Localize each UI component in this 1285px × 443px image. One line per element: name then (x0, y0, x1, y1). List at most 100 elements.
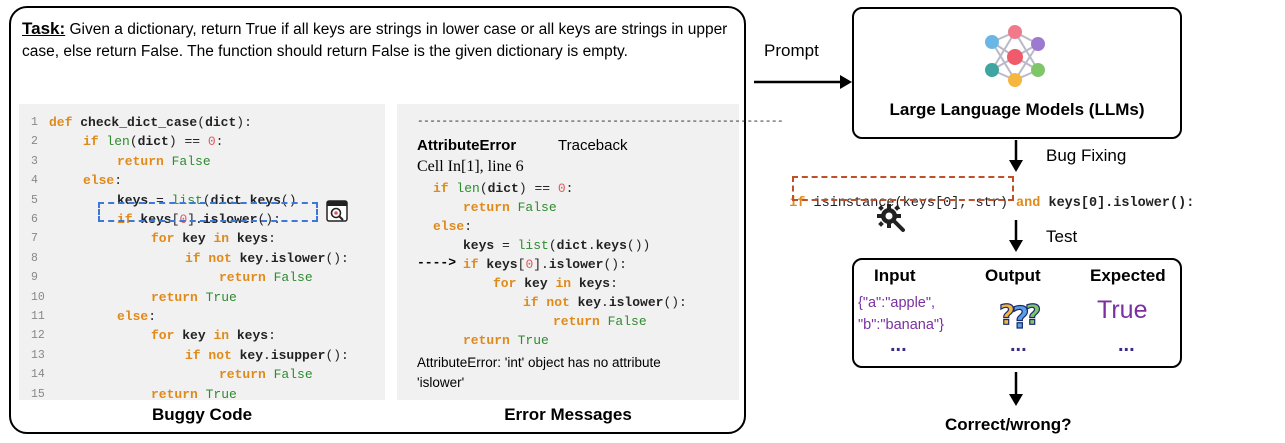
input-header: Input (874, 266, 916, 285)
error-code-line: return False (463, 199, 557, 217)
error-code-line: keys = list(dict.keys()) (463, 237, 650, 255)
code-token: len (456, 181, 480, 196)
expected-value: True (1097, 296, 1148, 324)
task-text: Given a dictionary, return True if all k… (22, 21, 728, 60)
code-token: ()) (626, 238, 651, 253)
code-token: in (213, 231, 237, 247)
code-token: check_dict_case (80, 115, 198, 130)
prompt-label: Prompt (764, 41, 819, 60)
code-token: keys (595, 238, 627, 253)
code-token: ( (548, 238, 557, 253)
code-line: 14 return False (31, 366, 313, 384)
input-value-line2: "b":"banana"} (858, 317, 944, 333)
code-token: islower (608, 295, 664, 310)
buggy-code-panel (19, 104, 385, 400)
code-token: dict (137, 134, 169, 150)
test-box (852, 258, 1182, 368)
code-token: for (493, 276, 525, 291)
error-code-line: return True (463, 332, 549, 350)
code-token: islower (548, 257, 604, 272)
code-token: False (517, 200, 557, 215)
test-label: Test (1046, 227, 1078, 246)
code-token: else (433, 219, 465, 234)
line-number: 7 (31, 232, 38, 246)
neural-network-icon (978, 20, 1052, 94)
left-panel (9, 6, 746, 434)
code-token: ]. (533, 257, 549, 272)
error-panel (397, 104, 739, 400)
line-number: 5 (31, 193, 38, 207)
line-number: 8 (31, 251, 38, 265)
line-number: 14 (31, 368, 45, 382)
code-token: return (219, 367, 274, 383)
code-token: True (205, 386, 237, 402)
fix-highlight-box (792, 176, 1014, 201)
svg-text:?: ? (1012, 301, 1029, 334)
code-token: . (263, 347, 271, 363)
error-cell-line: Cell In[1], line 6 (417, 158, 524, 175)
error-code-line: if keys[0].islower(): (463, 256, 627, 274)
line-number: 1 (31, 116, 38, 129)
code-token: ]. (187, 212, 203, 227)
code-token: ( (479, 181, 488, 196)
code-token: ( (129, 134, 138, 150)
expected-header: Expected (1090, 266, 1166, 285)
result-arrow (1009, 372, 1023, 406)
fix-and-keyword: and (1007, 196, 1049, 211)
svg-text:?: ? (1025, 298, 1041, 331)
line-number: 2 (31, 135, 38, 149)
error-name: AttributeError (417, 137, 517, 154)
code-token: dict (556, 238, 588, 253)
line-number: 9 (31, 271, 38, 285)
code-token: key (524, 276, 556, 291)
code-token: False (273, 367, 313, 383)
code-token: (): (603, 257, 627, 272)
test-arrow (1009, 220, 1023, 252)
code-token: (): (325, 250, 349, 266)
code-token: isupper (270, 347, 326, 363)
code-token: return (463, 200, 518, 215)
code-token: def (49, 115, 81, 130)
question-marks-icon: ? ? ? (998, 294, 1042, 336)
code-token: [ (171, 212, 180, 227)
line-number: 6 (31, 213, 38, 226)
gear-wrench-icon (876, 203, 906, 233)
error-code-line: else: (433, 218, 472, 236)
code-token: else (117, 309, 149, 324)
expected-ellipsis: ... (1118, 334, 1135, 356)
code-token: ): (236, 115, 252, 130)
code-token: in (213, 328, 237, 344)
code-token: list (517, 238, 549, 253)
output-ellipsis: ... (1010, 334, 1027, 356)
code-token: = (156, 192, 172, 208)
code-token: return (553, 314, 608, 329)
code-token: else (83, 173, 115, 189)
line-number: 10 (31, 290, 45, 304)
code-token: 0 (207, 134, 216, 150)
code-token: . (601, 295, 609, 310)
code-token: dict (205, 115, 237, 130)
line-number: 15 (31, 387, 45, 401)
fix-suffix: keys[0].islower(): (1048, 196, 1195, 211)
code-token: key (239, 347, 264, 363)
error-code-line: for key in keys: (493, 275, 618, 293)
error-message-line2: 'islower' (417, 375, 465, 390)
code-token: : (610, 276, 618, 291)
code-token: return (219, 270, 274, 286)
code-token: : (268, 231, 276, 247)
code-token: . (263, 250, 271, 266)
code-token: : (215, 134, 224, 150)
code-token: False (607, 314, 647, 329)
code-token: if not (523, 295, 578, 310)
code-token: 0 (557, 181, 566, 196)
code-token: dict (487, 181, 519, 196)
error-arrow: ----> (417, 255, 457, 270)
